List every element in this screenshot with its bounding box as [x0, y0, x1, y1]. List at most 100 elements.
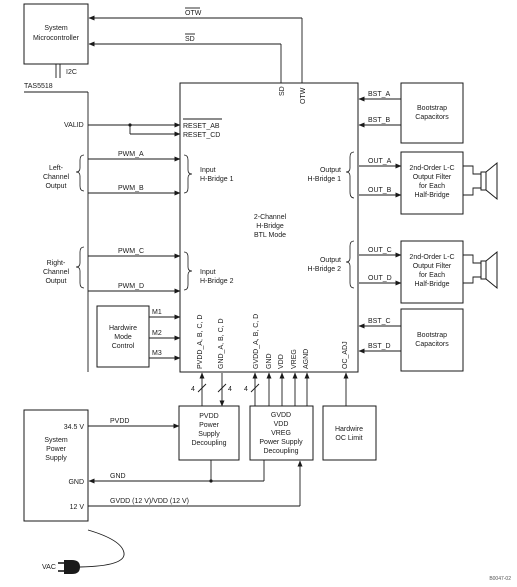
filter-top-label-4: Half-Bridge	[414, 192, 449, 199]
gvdd-dec-label-4: Power Supply	[259, 439, 303, 446]
input-hb1-label-2: H-Bridge 1	[200, 176, 234, 183]
oc-limit-label-2: OC Limit	[335, 435, 362, 442]
system-ps-label-1: System	[44, 437, 68, 444]
pvdd-bus-width: 4	[191, 386, 195, 393]
pvdd-dec-label-1: PVDD	[199, 413, 218, 420]
reset-cd-label: RESET_CD	[183, 132, 220, 139]
mode-control-block	[96, 305, 150, 368]
bootstrap-top-label-2: Capacitors	[415, 114, 449, 121]
pin-vreg: VREG	[291, 349, 298, 369]
chip-center-label-3: BTL Mode	[254, 232, 286, 239]
microcontroller-label-1: System	[44, 25, 68, 32]
pvdd-dec-label-3: Supply	[198, 431, 220, 438]
chip-name-label: TAS5518	[24, 83, 53, 90]
bst-b-label: BST_B	[368, 117, 391, 124]
input-hb1-brace	[183, 154, 193, 194]
gvdd-dec-label-1: GVDD	[271, 412, 291, 419]
output-hb1-label-1: Output	[320, 167, 341, 174]
m1-label: M1	[152, 309, 162, 316]
out-b-label: OUT_B	[368, 187, 392, 194]
filter-top-label-1: 2nd-Order L-C	[409, 165, 454, 172]
mode-control-label-1: Hardwire	[109, 325, 137, 332]
sd-label: SD	[185, 36, 195, 43]
input-hb2-label-1: Input	[200, 269, 216, 276]
left-channel-label-3: Output	[45, 183, 66, 190]
right-channel-label-3: Output	[45, 278, 66, 285]
gvdd-bus-width: 4	[244, 386, 248, 393]
bst-d-label: BST_D	[368, 343, 391, 350]
bootstrap-bottom-label-2: Capacitors	[415, 341, 449, 348]
gvdd-dec-label-3: VREG	[271, 430, 291, 437]
speaker-bottom-icon	[463, 250, 498, 290]
filter-bottom-block	[400, 240, 464, 304]
bootstrap-top-label-1: Bootstrap	[417, 105, 447, 112]
system-ps-label-3: Supply	[45, 455, 67, 462]
v345-label: 34.5 V	[64, 424, 85, 431]
pin-pvdd: PVDD_A, B, C, D	[197, 315, 204, 369]
v12-label: 12 V	[70, 504, 85, 511]
output-hb2-brace	[345, 240, 355, 289]
oc-limit-label-1: Hardwire	[335, 426, 363, 433]
ac-plug-icon	[58, 560, 80, 574]
pin-vdd: VDD	[278, 354, 285, 369]
gnd-bus-width: 4	[228, 386, 232, 393]
chip-pin-sd: SD	[279, 86, 286, 96]
otw-label: OTW	[185, 10, 202, 17]
bst-a-label: BST_A	[368, 91, 391, 98]
output-hb1-label-2: H-Bridge 1	[308, 176, 342, 183]
valid-label: VALID	[64, 122, 84, 129]
gnd-bus-slash	[217, 383, 227, 393]
input-hb2-label-2: H-Bridge 2	[200, 278, 234, 285]
bootstrap-bottom-block	[400, 308, 464, 372]
pvdd-decoupling-block	[178, 405, 240, 461]
reset-ab-label: RESET_AB	[183, 123, 220, 130]
pin-gnd-abcd: GND_A, B, C, D	[218, 318, 225, 369]
pvdd-dec-label-2: Power	[199, 422, 220, 429]
pin-agnd: AGND	[303, 349, 310, 369]
out-a-label: OUT_A	[368, 158, 392, 165]
pin-gnd: GND	[266, 353, 273, 369]
gnd-rail-label: GND	[110, 473, 126, 480]
bootstrap-top-block	[400, 82, 464, 144]
gvdd-dec-label-2: VDD	[274, 421, 289, 428]
pvdd-bus-slash	[197, 383, 207, 393]
mode-control-label-2: Mode	[114, 334, 132, 341]
h-bridge-chip	[179, 82, 359, 373]
filter-top-label-2: Output Filter	[413, 174, 452, 181]
pin-oc-adj: OC_ADJ	[342, 341, 349, 369]
pwm-c-label: PWM_C	[118, 248, 144, 255]
system-power-supply-block	[23, 409, 89, 522]
filter-top-block	[400, 151, 464, 215]
right-channel-label-2: Channel	[43, 269, 70, 276]
microcontroller-block	[23, 3, 89, 65]
input-hb2-brace	[183, 251, 193, 291]
bst-c-label: BST_C	[368, 318, 391, 325]
left-channel-brace	[75, 154, 85, 192]
bootstrap-bottom-label-1: Bootstrap	[417, 332, 447, 339]
input-hb1-label-1: Input	[200, 167, 216, 174]
chip-center-label-1: 2-Channel	[254, 214, 287, 221]
pwm-a-label: PWM_A	[118, 151, 144, 158]
filter-bottom-label-1: 2nd-Order L-C	[409, 254, 454, 261]
chip-pin-otw: OTW	[300, 87, 307, 104]
pwm-d-label: PWM_D	[118, 283, 144, 290]
filter-bottom-label-4: Half-Bridge	[414, 281, 449, 288]
left-channel-label-2: Channel	[43, 174, 70, 181]
filter-bottom-label-3: for Each	[419, 272, 445, 279]
pvdd-dec-label-4: Decoupling	[191, 440, 226, 447]
out-c-label: OUT_C	[368, 247, 392, 254]
m2-label: M2	[152, 330, 162, 337]
figure-id: B0047-02	[489, 576, 511, 582]
gvdd-dec-label-5: Decoupling	[263, 448, 298, 455]
filter-bottom-label-2: Output Filter	[413, 263, 452, 270]
pvdd-rail-label: PVDD	[110, 418, 129, 425]
pin-gvdd: GVDD_A, B, C, D	[253, 314, 260, 369]
chip-center-label-2: H-Bridge	[256, 223, 284, 230]
gvdd-rail-label: GVDD (12 V)/VDD (12 V)	[110, 498, 189, 505]
out-d-label: OUT_D	[368, 275, 392, 282]
output-hb2-label-1: Output	[320, 257, 341, 264]
speaker-top-icon	[463, 161, 498, 201]
output-hb1-brace	[345, 151, 355, 199]
vac-label: VAC	[42, 564, 56, 571]
i2c-label: I2C	[66, 69, 77, 76]
